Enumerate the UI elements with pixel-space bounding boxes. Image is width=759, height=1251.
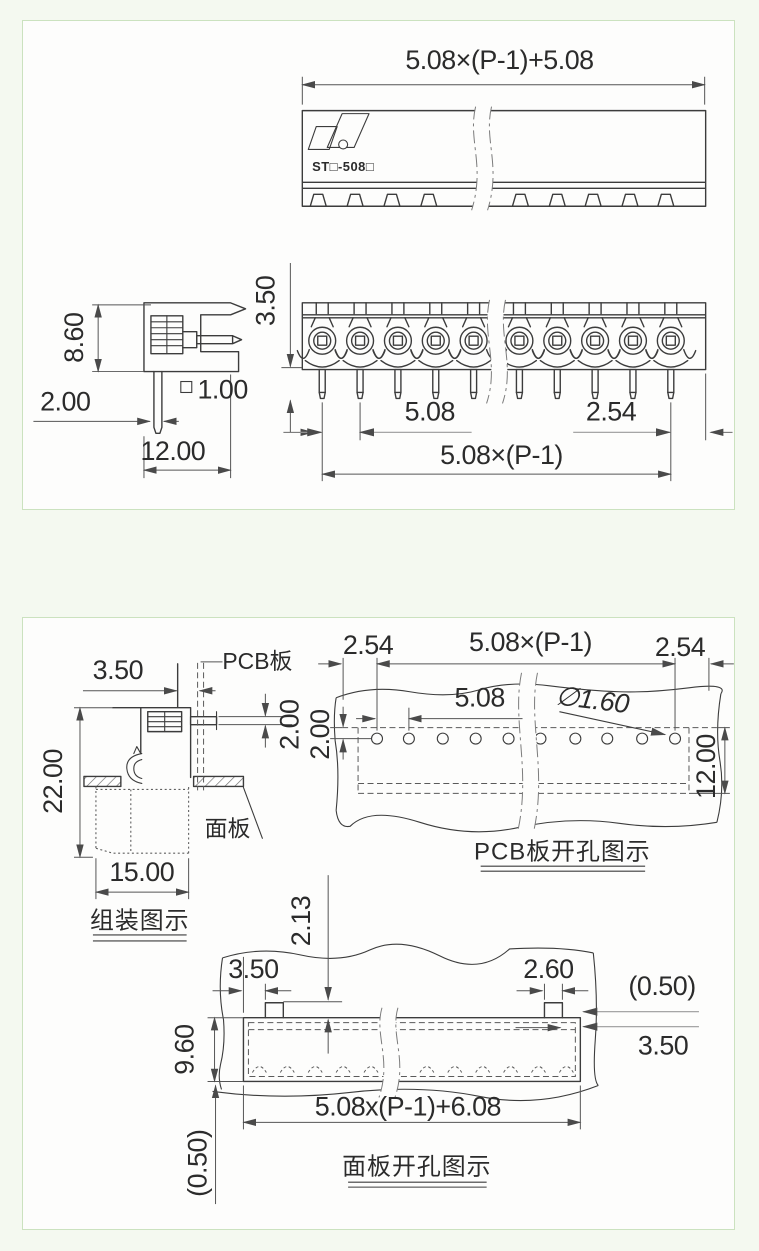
panel-cutout-opening	[242, 1002, 582, 1083]
dim-overall-width: 5.08×(P-1)+5.08	[405, 45, 593, 75]
dim-body-width: 15.00	[109, 857, 174, 887]
assembly-caption-underline	[92, 934, 187, 942]
pcb-drill-view	[333, 683, 723, 833]
dim-edge-margin-left: 2.54	[343, 630, 394, 660]
dim-tab-width: 2.60	[523, 954, 573, 984]
hidden-body-dotted-outline	[95, 786, 190, 854]
pcb-slot-dashed-outline	[342, 727, 717, 794]
dim-tab-depth: 2.13	[286, 896, 316, 946]
mounting-views-panel: 3.50 PCB板 2.00 22.00 面板 15.00 组装图示 2.54	[22, 617, 735, 1230]
dim-side-height: 8.60	[59, 313, 89, 363]
break-line-cutout-view	[378, 1007, 401, 1098]
panel-cutout-dimensions	[207, 875, 699, 1205]
connector-views-panel: 5.08×(P-1)+5.08 ST□-508□ 3.50 8.60 2.00 …	[22, 20, 735, 510]
dim-overall-height: 22.00	[38, 749, 68, 814]
assembly-view	[83, 663, 263, 839]
break-line-top-view	[471, 106, 494, 211]
break-line-pcb-view	[517, 672, 540, 833]
panel-cutout-sheet-outline	[212, 943, 599, 1102]
dim-pin-square: 1.00	[197, 374, 247, 404]
strip-side-view	[143, 302, 247, 435]
mounting-views-drawing: 3.50 PCB板 2.00 22.00 面板 15.00 组装图示 2.54	[38, 627, 734, 1205]
dim-bottom-clearance: (0.50)	[183, 1130, 213, 1197]
dimension-lines	[33, 76, 733, 482]
square-symbol	[180, 380, 193, 394]
model-label: ST□-508□	[312, 159, 374, 174]
pcb-drill-caption-underline	[480, 865, 646, 872]
dim-hole-span: 5.08×(P-1)	[469, 627, 592, 657]
dim-cutout-height: 9.60	[170, 1024, 200, 1074]
dim-side-width: 12.00	[140, 436, 205, 466]
pcb-drill-caption: PCB板开孔图示	[474, 839, 651, 866]
dim-top-clearance: (0.50)	[628, 971, 695, 1001]
dim-pin-offset: 2.00	[40, 386, 90, 416]
assembly-dimensions	[73, 661, 293, 900]
dim-pin-span: 5.08×(P-1)	[440, 440, 563, 470]
break-gap-top-view	[471, 106, 494, 211]
cutout-inner-dashed	[247, 1022, 576, 1077]
break-gap-cutout-view	[378, 1007, 400, 1098]
dim-tab-offset: 3.50	[228, 954, 278, 984]
dim-row-offset: 2.00	[305, 709, 335, 759]
front-panel-label: 面板	[205, 815, 251, 841]
dim-pcb-thickness: 2.00	[274, 699, 304, 749]
dim-pcb-offset: 3.50	[93, 655, 143, 685]
dim-edge-offset: 3.50	[638, 1031, 688, 1061]
strip-top-view	[301, 109, 707, 207]
brand-logo-icon	[307, 113, 370, 151]
dim-edge-margin-right: 2.54	[655, 632, 706, 662]
break-gap-pcb-view	[517, 672, 539, 833]
dim-front-height: 3.50	[250, 276, 280, 326]
dim-hole-pitch: 5.08	[454, 683, 504, 713]
pcb-holes	[370, 732, 682, 745]
pcb-board-label: PCB板	[222, 648, 292, 674]
connector-views-drawing: 5.08×(P-1)+5.08 ST□-508□ 3.50 8.60 2.00 …	[33, 45, 733, 482]
panel-section-hatch-left	[83, 775, 122, 788]
dim-pitch: 5.08	[405, 396, 455, 426]
latch-lugs	[309, 193, 675, 207]
pcb-drill-dimensions	[318, 657, 734, 795]
cutout-scallops-dashed	[251, 1066, 574, 1073]
break-line-front-view	[486, 299, 508, 404]
dim-half-pitch: 2.54	[586, 396, 637, 426]
dim-slot-depth: 12.00	[691, 734, 721, 799]
panel-section-hatch-right	[192, 775, 245, 788]
pcb-board-dashed-lines	[197, 662, 205, 791]
panel-cutout-caption: 面板开孔图示	[342, 1154, 491, 1181]
assembly-caption: 组装图示	[90, 908, 190, 935]
panel-cutout-caption-underline	[348, 1181, 487, 1188]
dim-cutout-width: 5.08x(P-1)+6.08	[315, 1091, 501, 1121]
